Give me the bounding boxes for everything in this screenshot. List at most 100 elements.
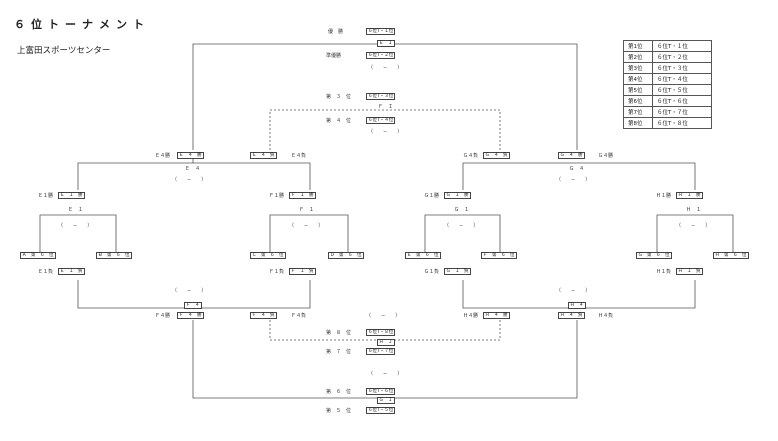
e1-lose-label: Ｅ１負 bbox=[38, 269, 54, 275]
seventh-place-match-code: Ｈ Ｊ bbox=[377, 339, 395, 346]
rank-slot: ６位T・３位 bbox=[652, 62, 712, 74]
fourth-place-slot: ６位T・４位 bbox=[366, 117, 396, 124]
team-g-slot: Ｇ 第 ６ 位 bbox=[636, 252, 672, 259]
e4-score: （ − ） bbox=[172, 177, 207, 183]
final-score: （ − ） bbox=[368, 65, 403, 71]
sixth-place-label: 第 ６ 位 bbox=[326, 389, 352, 395]
team-f-slot: Ｆ 第 ６ 位 bbox=[481, 252, 517, 259]
f4-match-code: Ｆ ４ bbox=[184, 302, 202, 309]
mid-score: （ − ） bbox=[366, 313, 401, 319]
rank-slot: ６位T・７位 bbox=[652, 106, 712, 118]
fifth-place-match-code: Ｇ Ｉ bbox=[377, 397, 395, 404]
team-e-slot: Ｅ 第 ６ 位 bbox=[405, 252, 441, 259]
f1-lose-slot: Ｆ １ 負 bbox=[289, 268, 316, 275]
h1-win-slot: Ｈ １ 勝 bbox=[676, 192, 703, 199]
fifth-place-slot: ６位T・５位 bbox=[366, 407, 396, 414]
g1-win-slot: Ｇ １ 勝 bbox=[444, 192, 471, 199]
g4-win-label: Ｇ４勝 bbox=[598, 153, 614, 159]
fifth-place-label: 第 ５ 位 bbox=[326, 408, 352, 414]
e1-match-code: Ｅ １ bbox=[68, 207, 84, 213]
h4-lose-slot: Ｈ ４ 負 bbox=[558, 312, 585, 319]
e4-win-slot: Ｅ ４ 勝 bbox=[177, 152, 204, 159]
page-title: ６位トーナメント bbox=[14, 18, 150, 31]
final-match-code: Ｅ Ｉ bbox=[377, 40, 395, 47]
champion-label: 優 勝 bbox=[328, 29, 344, 35]
team-b-slot: Ｂ 第 ６ 位 bbox=[96, 252, 132, 259]
rank-label: 第5位 bbox=[623, 84, 653, 96]
g1-win-label: Ｇ１勝 bbox=[424, 193, 440, 199]
seventh-place-label: 第 ７ 位 bbox=[326, 349, 352, 355]
g4-score: （ − ） bbox=[556, 177, 591, 183]
team-c-slot: Ｃ 第 ６ 位 bbox=[250, 252, 286, 259]
eighth-place-label: 第 ８ 位 bbox=[326, 330, 352, 336]
third-place-score: （ − ） bbox=[368, 129, 403, 135]
e4-win-label: Ｅ４勝 bbox=[155, 153, 171, 159]
f1-lose-label: Ｆ１負 bbox=[269, 269, 285, 275]
e1-score: （ − ） bbox=[58, 223, 93, 229]
rank-slot: ６位T・１位 bbox=[652, 40, 712, 52]
rank-slot: ６位T・５位 bbox=[652, 84, 712, 96]
g1-score: （ − ） bbox=[444, 223, 479, 229]
team-d-slot: Ｄ 第 ６ 位 bbox=[328, 252, 364, 259]
g4-lose-label: Ｇ４負 bbox=[463, 153, 479, 159]
f1-win-label: Ｆ１勝 bbox=[269, 193, 285, 199]
g1-lose-slot: Ｇ １ 負 bbox=[444, 268, 471, 275]
g1-match-code: Ｇ １ bbox=[454, 207, 470, 213]
g4-win-slot: Ｇ ４ 勝 bbox=[558, 152, 585, 159]
g4-lose-slot: Ｇ ４ 負 bbox=[483, 152, 510, 159]
team-a-slot: Ａ 第 ６ 位 bbox=[20, 252, 56, 259]
h4-win-label: Ｈ４勝 bbox=[463, 313, 479, 319]
runner-up-label: 準優勝 bbox=[326, 53, 342, 59]
rank-slot: ６位T・２位 bbox=[652, 51, 712, 63]
rank-label: 第1位 bbox=[623, 40, 653, 52]
rank-label: 第6位 bbox=[623, 95, 653, 107]
f1-match-code: Ｆ １ bbox=[299, 207, 315, 213]
rank-slot: ６位T・４位 bbox=[652, 73, 712, 85]
third-place-match-code: Ｆ Ｉ bbox=[378, 104, 394, 110]
fourth-place-label: 第 ４ 位 bbox=[326, 118, 352, 124]
eighth-place-slot: ６位T・８位 bbox=[366, 329, 396, 336]
e4-lose-label: Ｅ４負 bbox=[291, 153, 307, 159]
f4-score: （ − ） bbox=[172, 288, 207, 294]
g1-lose-label: Ｇ１負 bbox=[424, 269, 440, 275]
h1-win-label: Ｈ１勝 bbox=[656, 193, 672, 199]
f1-win-slot: Ｆ １ 勝 bbox=[289, 192, 316, 199]
h4-lose-label: Ｈ４負 bbox=[598, 313, 614, 319]
h1-score: （ − ） bbox=[676, 223, 711, 229]
h1-lose-label: Ｈ１負 bbox=[656, 269, 672, 275]
rank-label: 第2位 bbox=[623, 51, 653, 63]
g4-match-code: Ｇ ４ bbox=[569, 166, 585, 172]
h4-match-code: Ｈ ４ bbox=[568, 302, 586, 309]
h1-lose-slot: Ｈ １ 負 bbox=[676, 268, 703, 275]
e4-lose-slot: Ｅ ４ 負 bbox=[250, 152, 277, 159]
e1-win-label: Ｅ１勝 bbox=[38, 193, 54, 199]
runner-up-slot: ６位T・２位 bbox=[366, 52, 396, 59]
rank-label: 第4位 bbox=[623, 73, 653, 85]
h4-win-slot: Ｈ ４ 勝 bbox=[483, 312, 510, 319]
venue-name: 上富田スポーツセンター bbox=[17, 46, 111, 56]
rank-slot: ６位T・８位 bbox=[652, 117, 712, 129]
h4-score: （ − ） bbox=[556, 288, 591, 294]
e4-match-code: Ｅ ４ bbox=[185, 166, 201, 172]
champion-slot: ６位T・１位 bbox=[366, 28, 396, 35]
seventh-place-slot: ６位T・７位 bbox=[366, 348, 396, 355]
f4-win-label: Ｆ４勝 bbox=[155, 313, 171, 319]
third-place-slot: ６位T・３位 bbox=[366, 93, 396, 100]
sixth-place-slot: ６位T・６位 bbox=[366, 388, 396, 395]
rank-label: 第3位 bbox=[623, 62, 653, 74]
third-place-label: 第 ３ 位 bbox=[326, 94, 352, 100]
e1-win-slot: Ｅ １ 勝 bbox=[58, 192, 85, 199]
h1-match-code: Ｈ １ bbox=[686, 207, 702, 213]
f1-score: （ − ） bbox=[289, 223, 324, 229]
e1-lose-slot: Ｅ １ 負 bbox=[58, 268, 85, 275]
f4-win-slot: Ｆ ４ 勝 bbox=[177, 312, 204, 319]
